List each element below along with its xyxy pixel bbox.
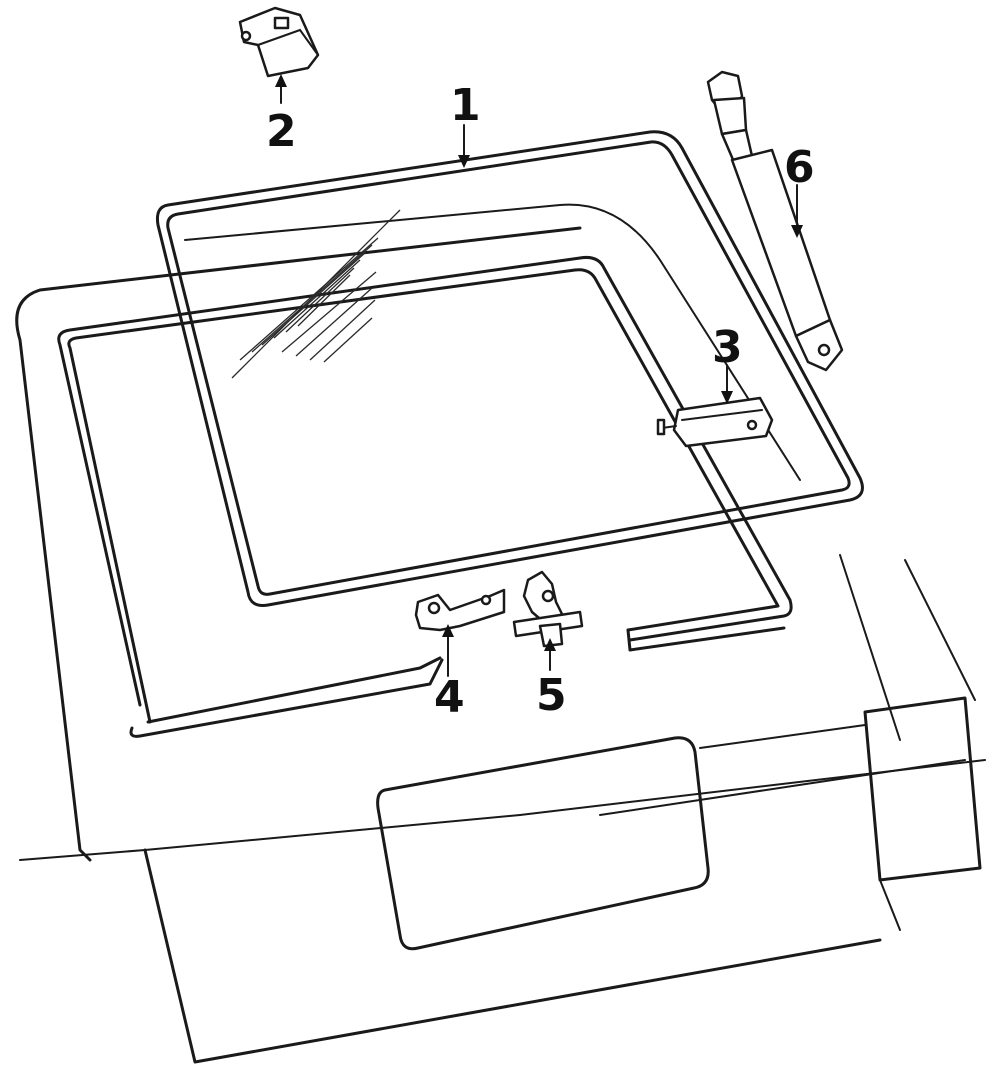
callout-2: 2 <box>266 106 297 157</box>
callout-3: 3 <box>712 322 743 373</box>
license-plate-recess <box>376 736 710 951</box>
arrowhead-1 <box>458 155 470 168</box>
callout-4: 4 <box>434 672 465 723</box>
arrowhead-6 <box>791 225 803 238</box>
hinge-part <box>238 6 320 78</box>
bracket-part <box>414 588 506 632</box>
arrowhead-4 <box>442 624 454 637</box>
gas-strut-part <box>706 70 844 372</box>
arrowhead-2 <box>275 74 287 87</box>
weatherstrip-seal <box>57 256 793 738</box>
latch-part <box>656 396 774 448</box>
arrowhead-3 <box>721 391 733 404</box>
callout-6: 6 <box>784 142 815 193</box>
liftgate-panel <box>15 226 986 1064</box>
arrowhead-5 <box>544 638 556 651</box>
lock-part <box>512 570 584 648</box>
leader-lines <box>275 74 803 677</box>
callout-5: 5 <box>536 670 567 721</box>
callout-1: 1 <box>450 80 481 131</box>
glass-panel <box>156 130 864 607</box>
